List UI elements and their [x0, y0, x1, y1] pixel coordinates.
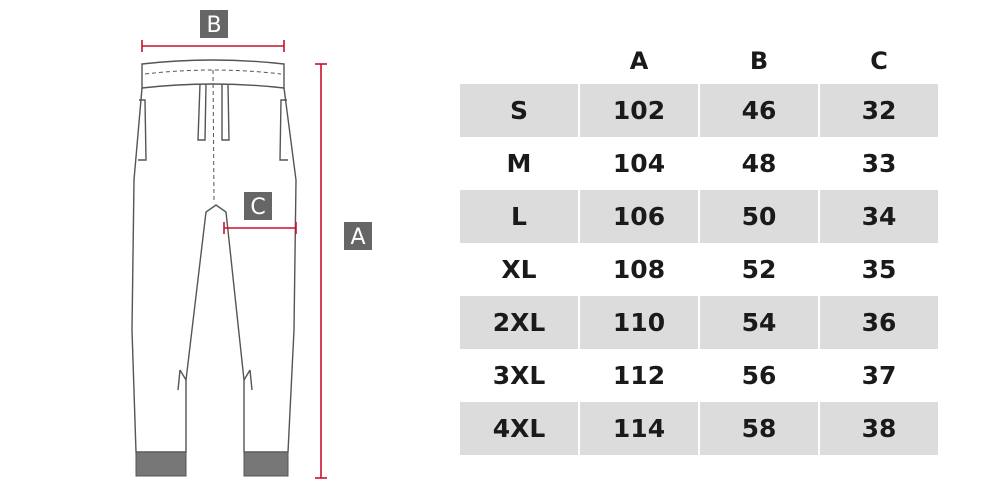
svg-text:C: C: [250, 195, 265, 220]
table-row: 3XL 112 56 37: [460, 349, 938, 402]
table-header-row: A B C: [460, 38, 938, 84]
svg-text:A: A: [350, 225, 365, 250]
cell-size: 2XL: [460, 296, 578, 349]
measure-line-b: [141, 40, 285, 52]
cell-c: 32: [820, 84, 938, 137]
cell-c: 35: [861, 255, 897, 284]
size-chart-table: A B C S 102 46 32 M 104 48 33 L 106 50 3…: [458, 38, 940, 455]
cell-b: 58: [700, 402, 818, 455]
cell-size: 4XL: [460, 402, 578, 455]
cell-size: S: [460, 84, 578, 137]
cell-a: 106: [580, 190, 698, 243]
table-row: 4XL 114 58 38: [460, 402, 938, 455]
cell-b: 46: [700, 84, 818, 137]
badge-b: B: [200, 10, 228, 38]
table-row: L 106 50 34: [460, 190, 938, 243]
cell-b: 52: [741, 255, 777, 284]
cell-size: 3XL: [492, 361, 546, 390]
cell-size: M: [506, 149, 532, 178]
header-size: [460, 38, 578, 84]
header-c: C: [870, 47, 888, 75]
cell-b: 54: [700, 296, 818, 349]
header-a: A: [629, 47, 649, 75]
pants-illustration: [131, 59, 297, 453]
cell-b: 50: [700, 190, 818, 243]
cell-b: 48: [741, 149, 777, 178]
header-b: B: [749, 47, 769, 75]
table-row: 2XL 110 54 36: [460, 296, 938, 349]
table-row: M 104 48 33: [460, 137, 938, 190]
cell-a: 112: [612, 361, 666, 390]
svg-text:B: B: [206, 13, 221, 38]
table-row: S 102 46 32: [460, 84, 938, 137]
cell-c: 36: [820, 296, 938, 349]
table-row: XL 108 52 35: [460, 243, 938, 296]
cell-size: XL: [501, 255, 537, 284]
measure-line-a: [315, 63, 327, 479]
cell-a: 104: [612, 149, 666, 178]
badge-c: C: [244, 192, 272, 220]
measure-line-c: [223, 222, 297, 234]
pants-diagram: B A C: [131, 10, 372, 479]
cell-c: 38: [820, 402, 938, 455]
cell-size: L: [460, 190, 578, 243]
cell-a: 108: [612, 255, 666, 284]
cell-a: 114: [580, 402, 698, 455]
cell-c: 33: [861, 149, 897, 178]
cell-a: 102: [580, 84, 698, 137]
cell-b: 56: [741, 361, 777, 390]
badge-a: A: [344, 222, 372, 250]
cell-c: 37: [861, 361, 897, 390]
pants-cuffs: [135, 451, 289, 477]
cell-a: 110: [580, 296, 698, 349]
cell-c: 34: [820, 190, 938, 243]
